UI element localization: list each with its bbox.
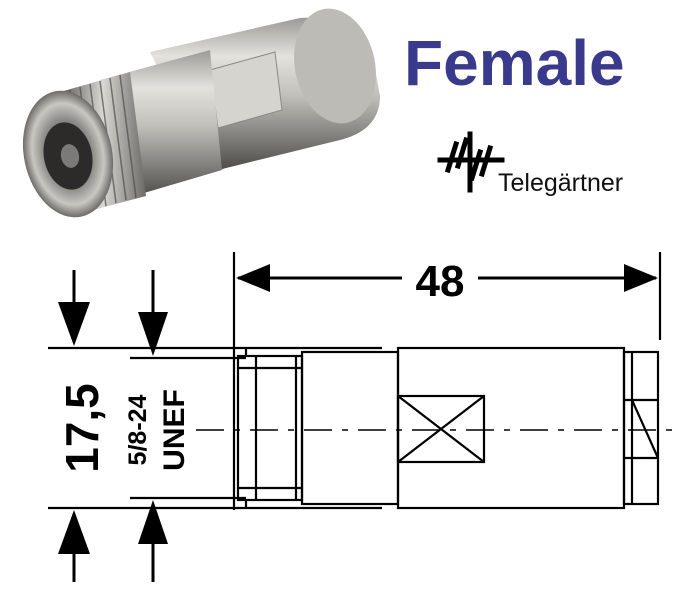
main-sleeve [396, 346, 626, 510]
thread-type-value: UNEF [158, 389, 191, 471]
rear-nut [622, 350, 660, 506]
length-arrowhead-right [624, 264, 658, 292]
length-value: 48 [416, 257, 465, 306]
center-pin-shape [60, 144, 80, 168]
wrench-flat [396, 394, 486, 464]
wrench-flat-cross-2 [397, 395, 485, 463]
thread-arrowhead-top [138, 312, 168, 356]
diameter-value: 17,5 [56, 383, 108, 473]
length-arrowhead-left [236, 264, 270, 292]
rear-cap-shape [294, 8, 376, 124]
middle-body [300, 350, 400, 506]
connector-photo [22, 8, 380, 218]
diameter-arrowhead-bottom [58, 510, 90, 554]
page-title: Female [404, 27, 625, 99]
thread-size-value: 5/8-24 [124, 394, 152, 465]
diameter-arrowhead-top [58, 302, 90, 346]
telegartner-logo-icon [437, 131, 505, 193]
thread-arrowhead-bottom [138, 500, 168, 544]
brand-name: Telegärtner [498, 169, 624, 197]
front-thread-section [236, 354, 304, 502]
rear-nut-cross [630, 399, 660, 459]
